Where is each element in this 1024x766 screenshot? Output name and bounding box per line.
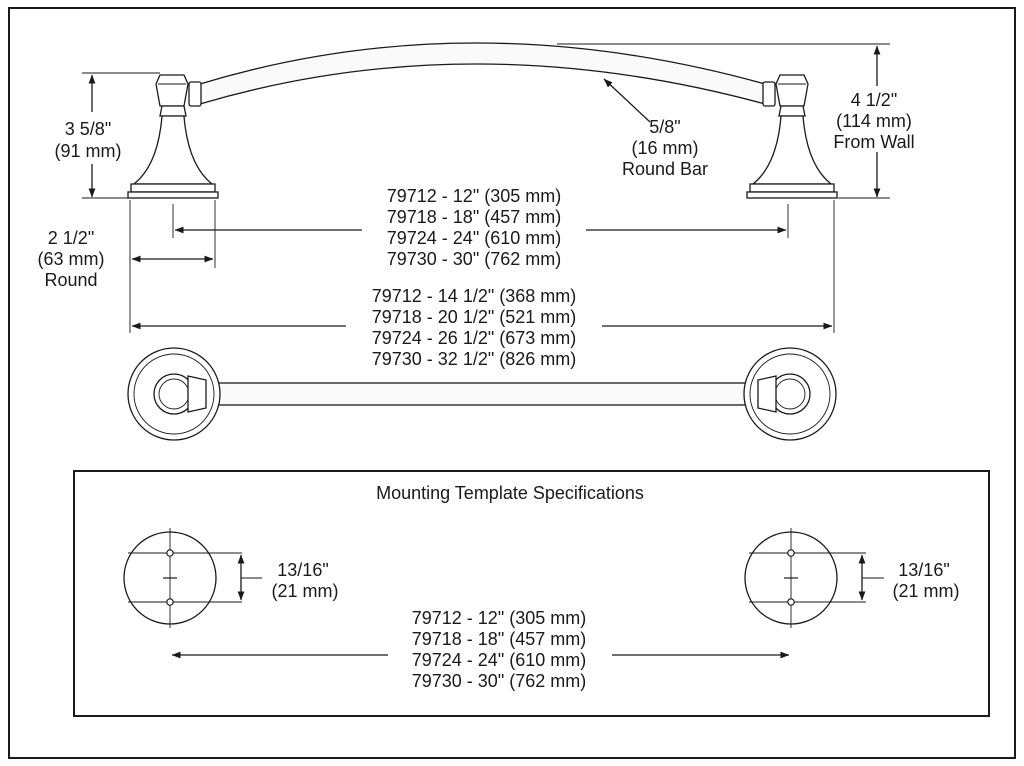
top-view-bar [204, 382, 760, 406]
right-hole-spacing-metric: (21 mm) [893, 581, 960, 601]
base-shape-label: Round [44, 270, 97, 290]
template-title: Mounting Template Specifications [376, 483, 644, 503]
right-flange-top [743, 347, 837, 441]
left-flange-top [127, 347, 221, 441]
template-size-1: 79712 - 12" (305 mm) [412, 608, 586, 628]
left-hole-spacing-metric: (21 mm) [272, 581, 339, 601]
projection-note: From Wall [833, 132, 914, 152]
projection-value: 4 1/2" [851, 90, 897, 110]
post-height-value: 3 5/8" [65, 119, 111, 139]
overall-size-4: 79730 - 32 1/2" (826 mm) [372, 349, 577, 369]
base-width-metric: (63 mm) [38, 249, 105, 269]
template-size-2: 79718 - 18" (457 mm) [412, 629, 586, 649]
curved-bar [199, 42, 766, 105]
left-post [127, 74, 219, 199]
center-size-1: 79712 - 12" (305 mm) [387, 186, 561, 206]
top-view [127, 347, 837, 441]
post-height-metric: (91 mm) [55, 141, 122, 161]
bar-type-label: Round Bar [622, 159, 708, 179]
right-template-circle [744, 528, 866, 628]
overall-size-3: 79724 - 26 1/2" (673 mm) [372, 328, 577, 348]
template-size-4: 79730 - 30" (762 mm) [412, 671, 586, 691]
left-hole-spacing-value: 13/16" [277, 560, 328, 580]
right-post [746, 74, 838, 199]
center-size-4: 79730 - 30" (762 mm) [387, 249, 561, 269]
projection-metric: (114 mm) [836, 111, 912, 131]
template-size-3: 79724 - 24" (610 mm) [412, 650, 586, 670]
mounting-template-panel: Mounting Template Specifications 13/16" … [73, 470, 990, 717]
bar-leader-arrow [603, 78, 651, 123]
outer-frame [8, 7, 1016, 759]
bar-diameter-metric: (16 mm) [632, 138, 699, 158]
side-view: 3 5/8" (91 mm) 4 1/2" (114 mm) From Wall… [38, 42, 928, 372]
overall-size-2: 79718 - 20 1/2" (521 mm) [372, 307, 577, 327]
right-hole-spacing-value: 13/16" [898, 560, 949, 580]
bar-diameter-value: 5/8" [649, 117, 680, 137]
center-size-3: 79724 - 24" (610 mm) [387, 228, 561, 248]
base-width-value: 2 1/2" [48, 228, 94, 248]
overall-size-1: 79712 - 14 1/2" (368 mm) [372, 286, 577, 306]
left-template-circle [123, 528, 242, 628]
center-size-2: 79718 - 18" (457 mm) [387, 207, 561, 227]
